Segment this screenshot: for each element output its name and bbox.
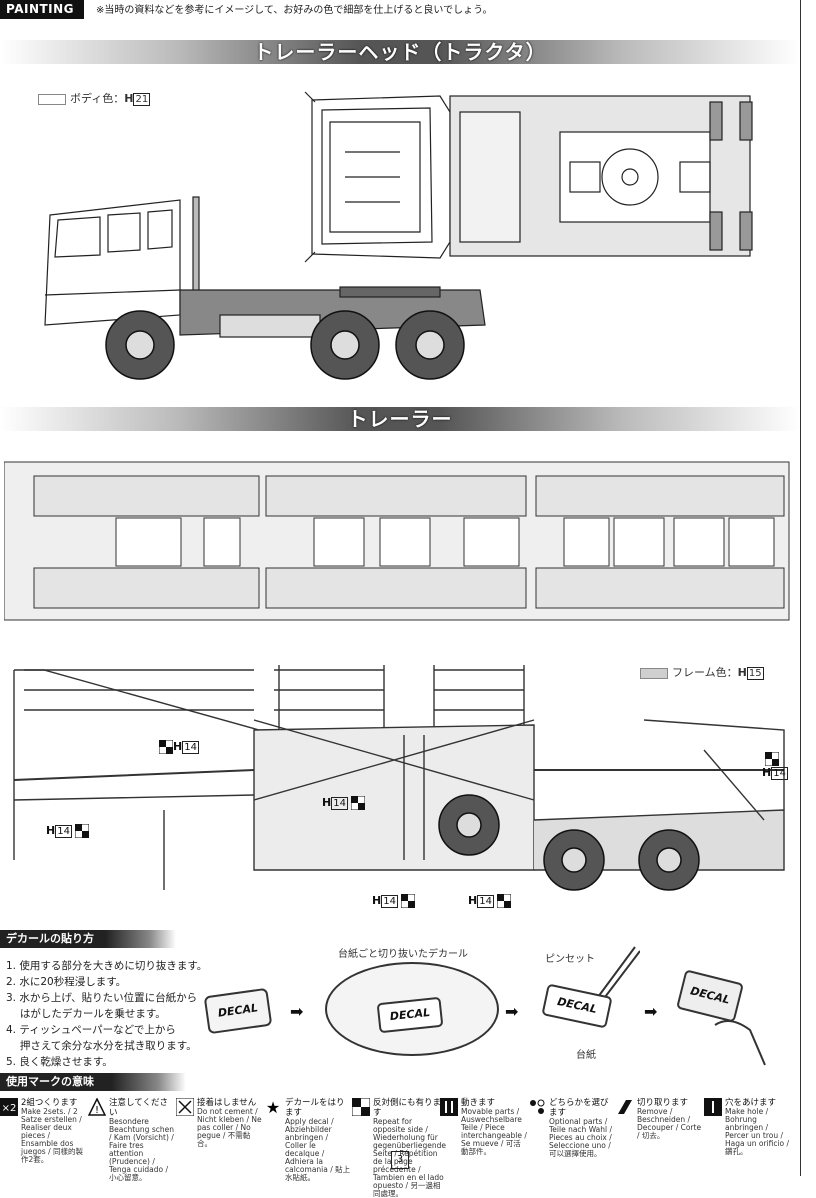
trailer-top-view [4,461,790,621]
opposite-side-icon [352,1098,370,1116]
movable-icon [440,1098,458,1116]
svg-text:×2: ×2 [2,1103,17,1114]
opposite-side-icon [400,894,415,908]
decal-step-3b: はがしたデカールを乗せます。 [6,1008,166,1020]
tractor-banner: トレーラーヘッド（トラクタ） [0,40,800,64]
arrow-1-icon: ➡ [290,1002,304,1021]
tweezers-label: ピンセット [545,954,595,965]
tweezers-icon [597,946,640,1002]
cut-icon [618,1100,632,1114]
decal-step-1: 1. 使用する部分を大きめに切り抜きます。 [6,960,208,972]
finger-icon [714,1020,766,1066]
decal-star-icon: ★ [266,1098,280,1116]
decal-section-header: デカールの貼り方 [0,930,176,948]
opposite-side-icon [159,740,173,754]
tractor-title: トレーラーヘッド（トラクタ） [253,40,547,64]
no-glue-icon [176,1098,194,1116]
arrow-3-icon: ➡ [644,1002,658,1021]
right-border [800,0,801,1176]
svg-text:!: ! [95,1105,99,1116]
dish-label: 台紙ごと切り抜いたデカール [338,949,468,960]
decal-step-4b: 押さえて余分な水分を拭き取ります。 [6,1040,197,1052]
decal-step-5: 5. 良く乾燥させます。 [6,1056,113,1068]
trailer-banner: トレーラー [0,407,800,431]
decal-step-3a: 3. 水から上げ、貼りたい位置に台紙から [6,992,198,1004]
section-tag-painting: PAINTING [0,0,85,19]
svg-text:★: ★ [266,1098,280,1116]
x2-icon: ×2 [0,1098,18,1116]
painting-note: ※当時の資料などを参考にイメージして、お好みの色で細部を仕上げると良いでしょう。 [96,5,493,16]
opposite-side-icon [74,824,89,838]
arrow-2-icon: ➡ [505,1002,519,1021]
page-number: 3 [391,1151,409,1169]
opposite-side-icon [765,752,779,766]
drill-icon [704,1098,722,1116]
opposite-side-icon [350,796,365,810]
frame-color-swatch [640,667,668,679]
backing-label: 台紙 [576,1050,596,1061]
warning-icon: ! [88,1098,106,1116]
optional-icon [530,1099,545,1114]
trailer-title: トレーラー [347,407,453,431]
decal-sheet: DECAL [203,987,273,1035]
trailer-side-view [13,665,785,891]
decal-step-2: 2. 水に20秒程浸します。 [6,976,127,988]
tractor-top-view [304,91,753,263]
tractor-side-view [44,196,486,380]
body-color-swatch [38,93,66,105]
marks-section-header: 使用マークの意味 [0,1073,186,1091]
decal-step-4a: 4. ティッシュペーパーなどで上から [6,1024,176,1036]
decal-steps: 1. 使用する部分を大きめに切り抜きます。 2. 水に20秒程浸します。 3. … [6,958,207,1070]
opposite-side-icon [496,894,511,908]
